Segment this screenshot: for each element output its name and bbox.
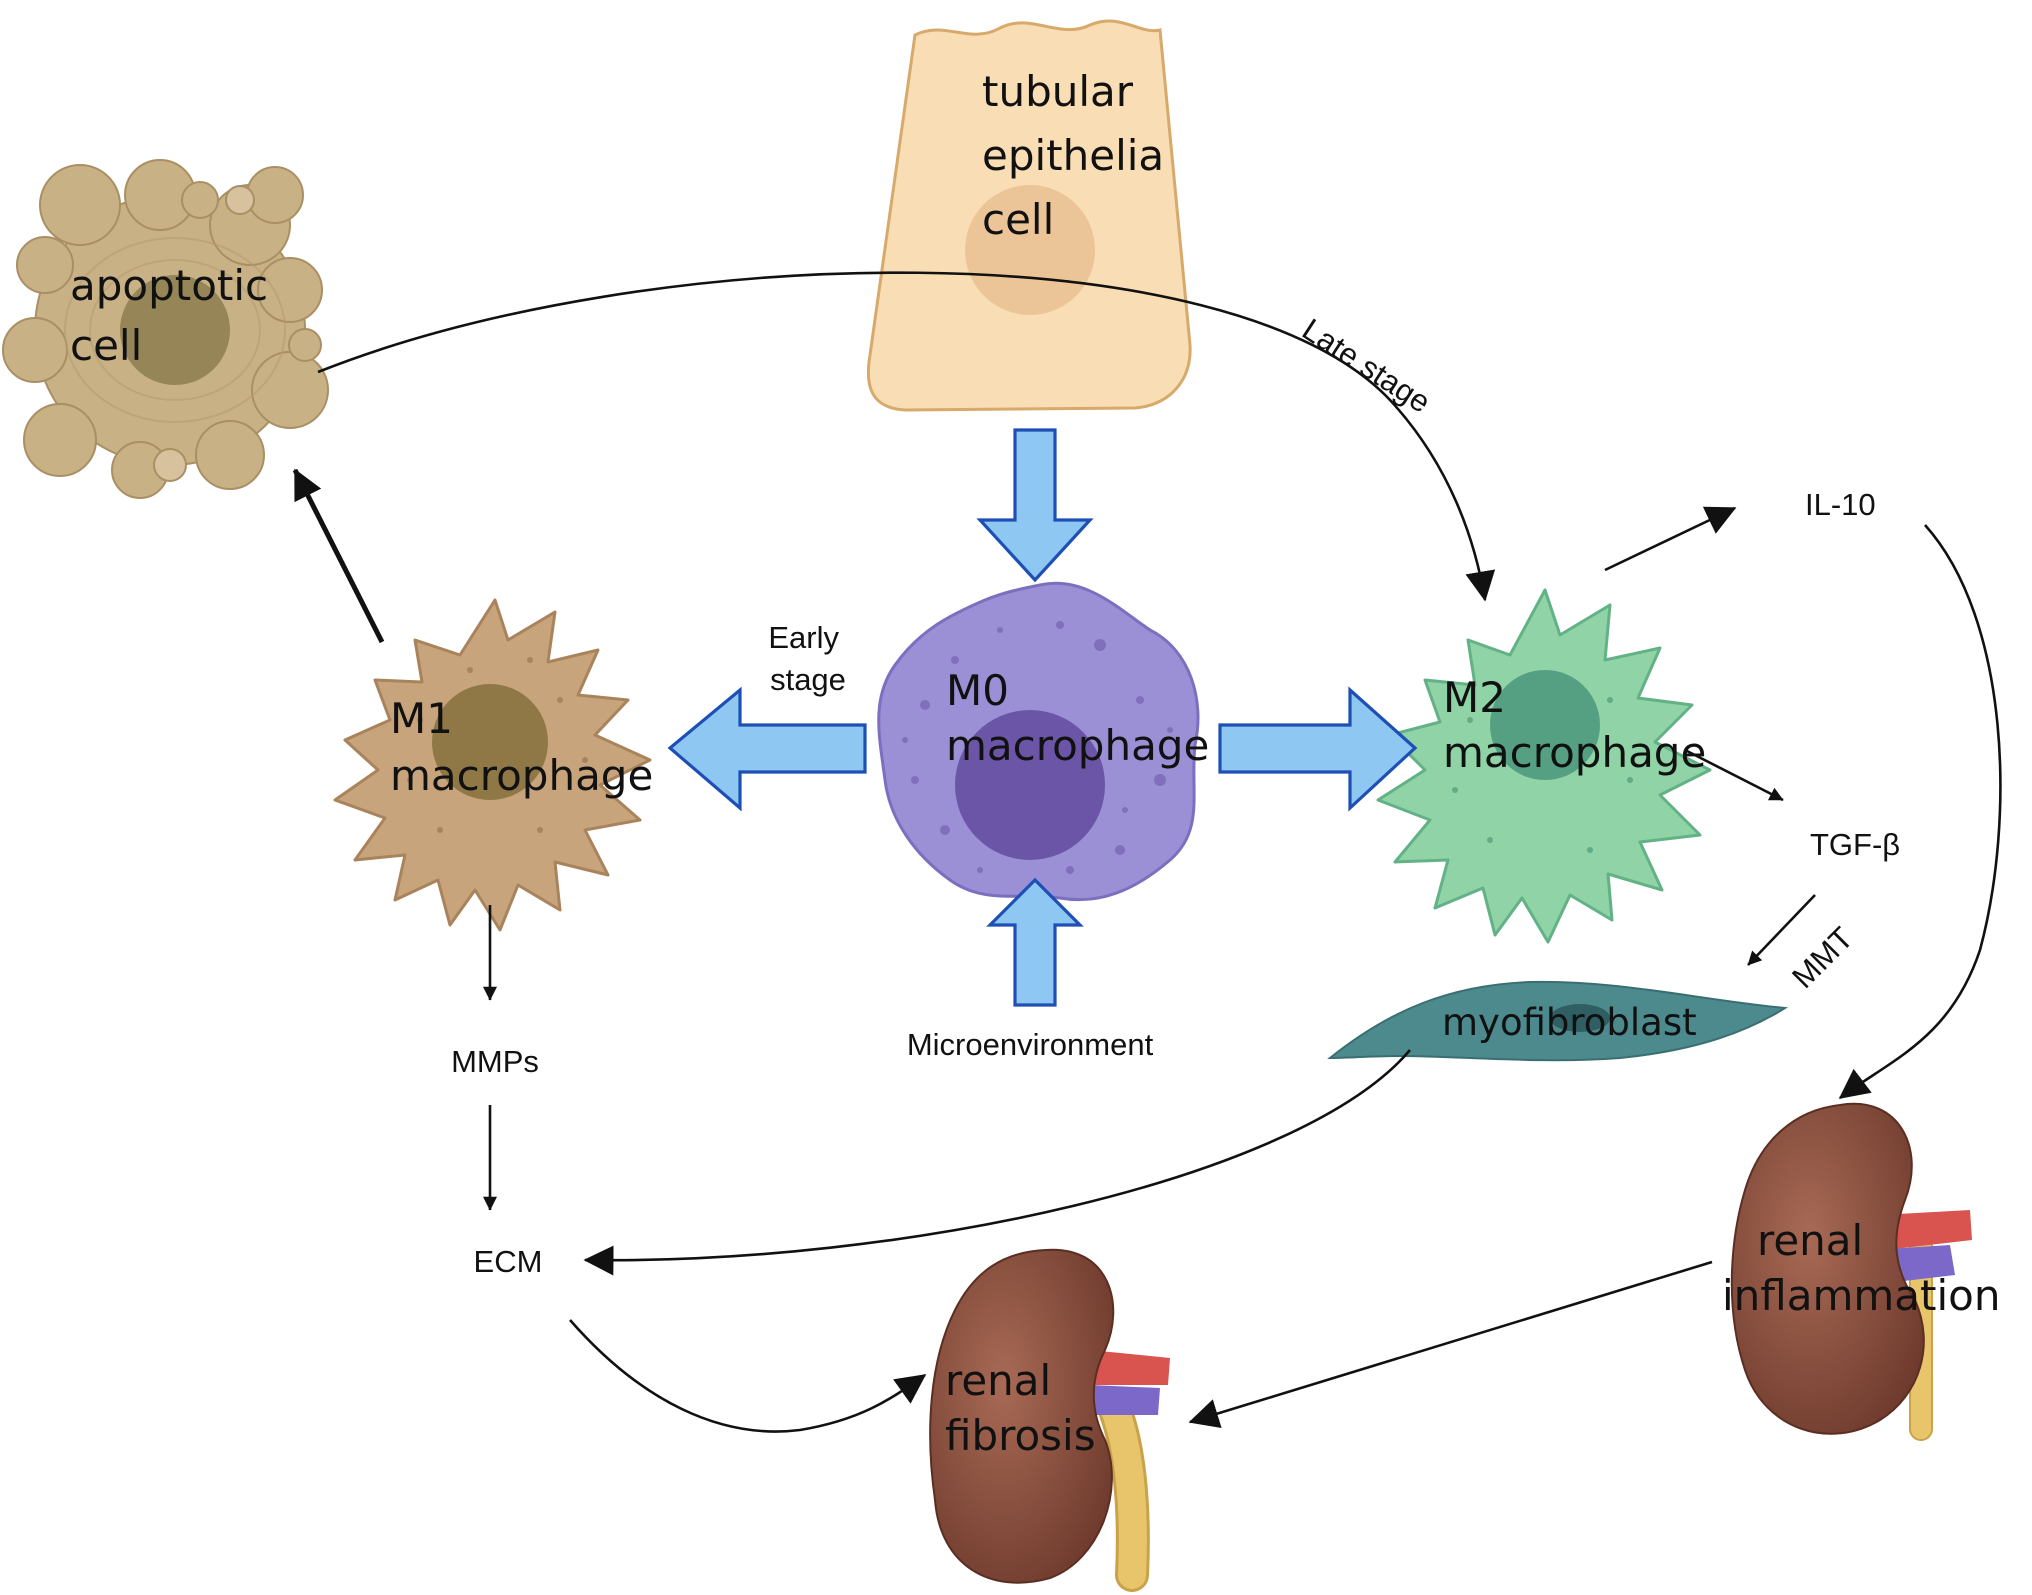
tgfb-label: TGF-β — [1810, 827, 1900, 862]
microenvironment-label: Microenvironment — [907, 1027, 1154, 1062]
svg-text:Early stage: Early stage — [768, 620, 847, 697]
m0-nucleus — [955, 710, 1105, 860]
m1-macrophage: M1 macrophage — [333, 598, 653, 932]
kidney-renal-inflammation: renal inflammation — [1722, 1102, 2001, 1441]
m2-label-line2: macrophage — [1443, 728, 1706, 777]
m0-macrophage: M0 macrophage — [877, 581, 1209, 902]
arrow-m0-to-m2 — [1218, 686, 1418, 812]
kidney-renal-fibrosis: renal fibrosis — [929, 1248, 1170, 1592]
svg-text:M0 macrophage: M0 macrophage — [946, 666, 1209, 770]
apoptotic-label-line1: apoptotic — [70, 261, 268, 310]
arrow-il10-to-inflammation — [1838, 524, 2002, 1100]
renal-fibrosis-line2: fibrosis — [945, 1411, 1096, 1460]
arrow-m2-to-il10 — [1604, 506, 1737, 572]
arrow-ecm-to-fibrosis — [569, 1319, 927, 1433]
mmps-label: MMPs — [451, 1044, 539, 1079]
arrow-tgfb-to-myofibroblast — [1747, 894, 1816, 966]
renal-inflammation-line2: inflammation — [1722, 1271, 2001, 1320]
svg-text:M1 macrophage: M1 macrophage — [390, 694, 653, 800]
m1-nucleus — [432, 684, 548, 800]
blue-arrows — [667, 428, 1418, 1007]
tubular-epithelial-cell: tubular epithelia cell — [866, 19, 1192, 412]
connector-arrows — [292, 271, 2002, 1433]
kidney-bottom-body — [929, 1248, 1115, 1584]
myofibroblast-nucleus — [1550, 1004, 1610, 1032]
arrow-inflammation-to-fibrosis — [1188, 1260, 1713, 1428]
early-stage-line2: stage — [770, 662, 846, 697]
m0-label-line1: M0 — [946, 666, 1009, 715]
renal-fibrosis-line1: renal — [945, 1356, 1051, 1405]
m2-label-line1: M2 — [1443, 673, 1506, 722]
arrow-myofibroblast-to-ecm — [583, 1049, 1411, 1276]
m2-nucleus — [1490, 670, 1600, 780]
arrow-m1-to-apoptotic — [292, 468, 385, 644]
svg-text:M2 macrophage: M2 macrophage — [1443, 673, 1706, 777]
m1-label-line2: macrophage — [390, 751, 653, 800]
il10-label: IL-10 — [1805, 487, 1876, 522]
arrow-tubular-to-m0 — [976, 428, 1094, 583]
mmt-label: MMT — [1785, 920, 1860, 995]
arrow-microenvironment-to-m0 — [986, 877, 1084, 1007]
tubular-label-line1: tubular — [982, 67, 1134, 116]
ecm-label: ECM — [474, 1244, 543, 1279]
myofibroblast-cell: myofibroblast — [1327, 980, 1789, 1062]
apoptotic-nucleus — [120, 275, 230, 385]
late-stage-label: Late stage — [1296, 312, 1436, 420]
svg-text:tubular epithelia: tubular epithelia cell — [982, 67, 1178, 244]
early-stage-line1: Early — [768, 620, 839, 655]
svg-text:renal fibrosis: renal fibrosis — [945, 1356, 1096, 1460]
svg-text:apoptotic cell: apoptotic cell — [70, 261, 282, 370]
svg-text:renal inflammation: renal inflammation — [1722, 1216, 2001, 1320]
apoptotic-label-line2: cell — [70, 321, 142, 370]
kidney-right-body — [1730, 1102, 1925, 1435]
arrow-late-stage — [317, 271, 1496, 602]
arrow-m0-to-m1 — [667, 686, 867, 812]
myofibroblast-label: myofibroblast — [1442, 1001, 1697, 1044]
m1-label-line1: M1 — [390, 694, 453, 743]
arrow-m2-to-tgfb — [1684, 748, 1784, 802]
m0-label-line2: macrophage — [946, 721, 1209, 770]
tubular-label-line2: epithelia — [982, 131, 1164, 180]
tubular-cell-nucleus — [965, 185, 1095, 315]
m2-macrophage: M2 macrophage — [1376, 588, 1712, 944]
renal-inflammation-line1: renal — [1757, 1216, 1863, 1265]
tubular-label-line3: cell — [982, 195, 1054, 244]
apoptotic-cell: apoptotic cell — [2, 159, 329, 499]
